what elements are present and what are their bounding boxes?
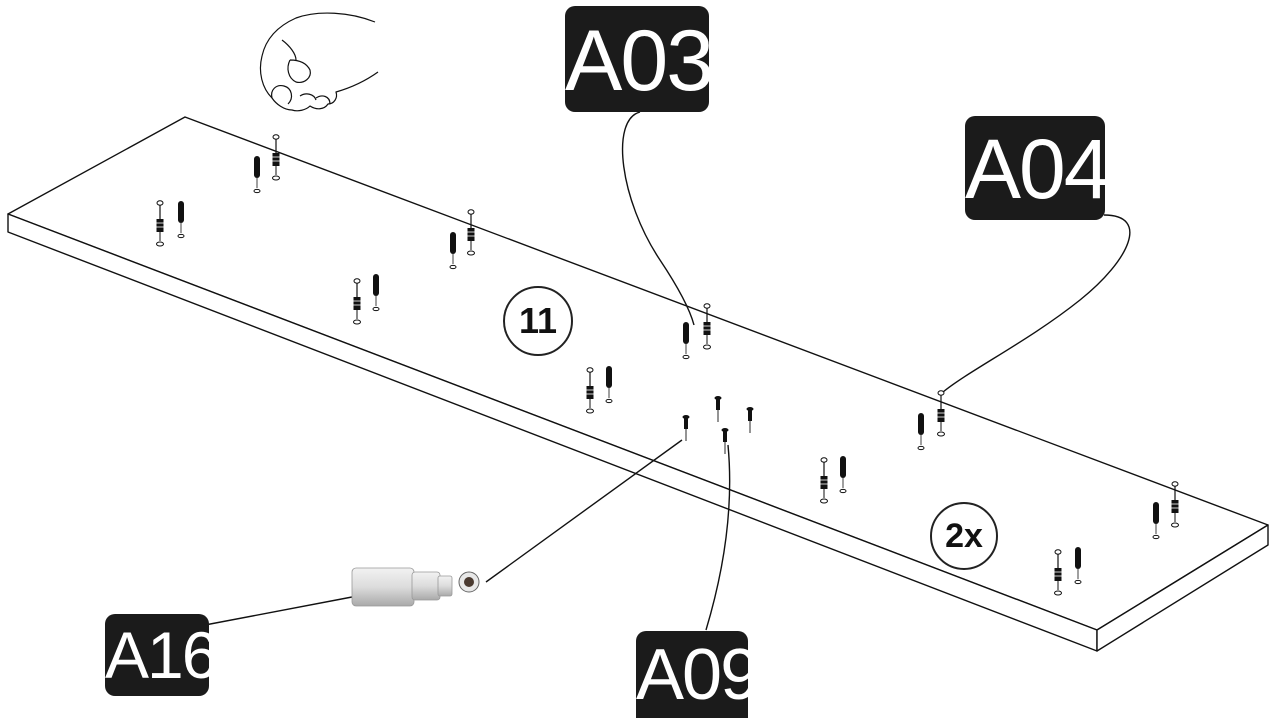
label-a16-text: A16: [105, 618, 218, 692]
quantity-badge: 2x: [930, 502, 998, 570]
label-a16: A16: [105, 614, 218, 696]
step-number-text: 11: [518, 300, 558, 341]
a09-leader-line: [705, 444, 731, 631]
label-a03-text: A03: [565, 13, 714, 109]
a03-leader-line: [621, 111, 695, 326]
hand-icon: [259, 12, 379, 112]
label-a09: A09: [636, 631, 760, 718]
step-number-badge: 11: [503, 286, 573, 356]
a16-pin-leader-line: [485, 439, 683, 583]
label-a04: A04: [965, 116, 1110, 220]
label-a09-text: A09: [636, 635, 760, 715]
a04-leader-line: [942, 214, 1131, 393]
assembly-tool-icon: [351, 567, 480, 607]
label-a04-text: A04: [965, 122, 1110, 216]
quantity-text: 2x: [945, 517, 983, 555]
a16-leader-line: [204, 596, 353, 626]
panel-board: [7, 116, 1269, 652]
label-a03: A03: [565, 6, 714, 112]
